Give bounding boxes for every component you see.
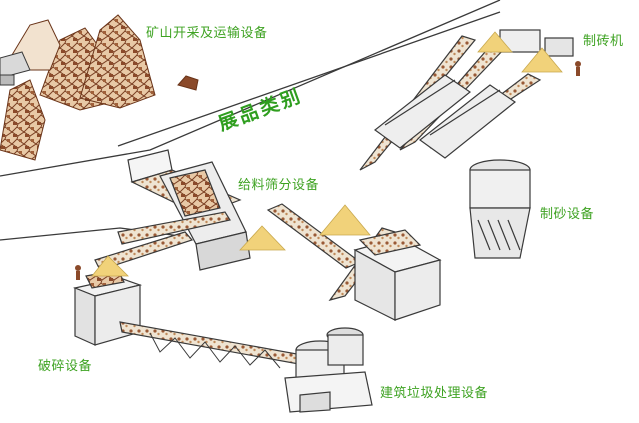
workers [75,61,581,280]
feeder-station [127,149,251,271]
sand-pile-5 [521,47,563,73]
label-feeding-screening: 给料筛分设备 [238,178,320,193]
dump-truck [0,51,31,86]
label-brick-machine: 制砖机 [583,34,624,49]
label-sand-making: 制砂设备 [540,207,595,222]
sand-pile-3 [319,204,371,236]
screen-tower [353,229,442,321]
label-crushing: 破碎设备 [38,359,93,374]
sand-pile-1 [91,255,129,277]
conveyor-to-crusher [94,211,231,271]
cone-crusher [284,327,373,413]
brick-machine [499,29,574,57]
label-mining-transport: 矿山开采及运输设备 [146,26,268,41]
sand-pile-4 [477,31,513,53]
vibrating-screens [374,74,517,159]
rock-piles [0,14,199,161]
label-construction-waste: 建筑垃圾处理设备 [380,386,489,401]
sand-pile-2 [239,225,286,251]
sand-making-plant [469,159,531,259]
